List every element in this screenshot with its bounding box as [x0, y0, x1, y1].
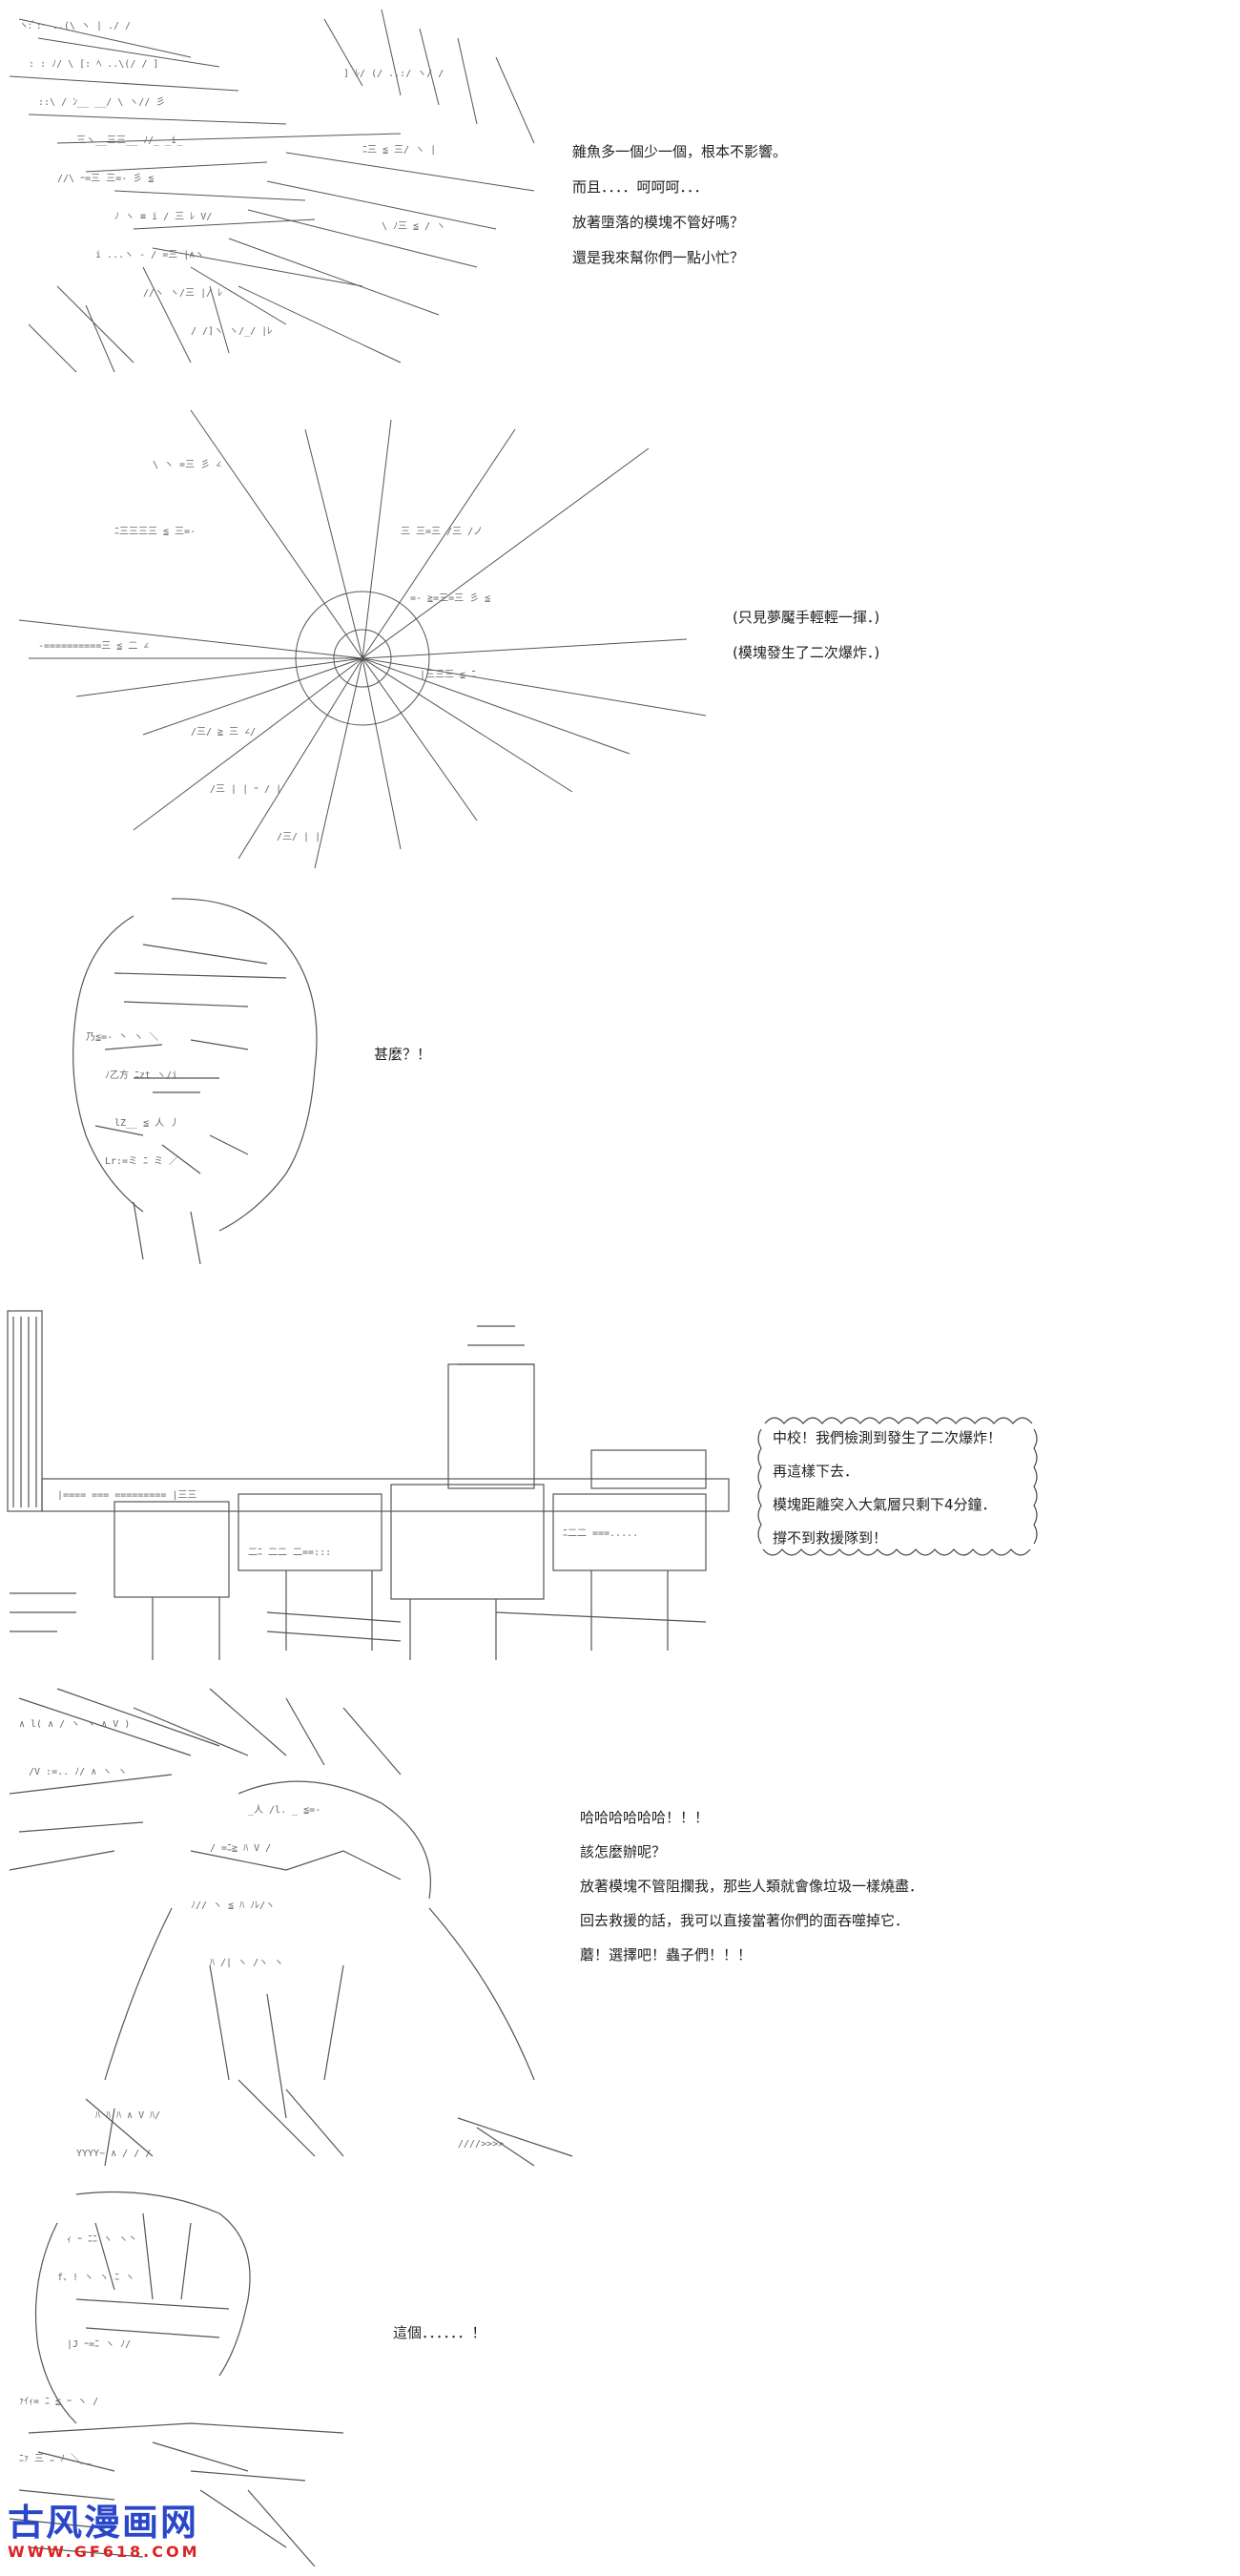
- svg-text:ｧｲｨ= ﾆ ≦ ｰ ヽ /: ｧｲｨ= ﾆ ≦ ｰ ヽ /: [19, 2397, 98, 2407]
- panel-6: ｨ ｰ ﾆﾆ ヽ ヽ丶 f、! ヽ ヽ ﾆ ヽ |J ｰ=ﾆ ヽ ﾉ/ ｧｲｨ=…: [0, 2185, 1240, 2566]
- svg-text:/三/ ≧ 三 ∠/: /三/ ≧ 三 ∠/: [191, 727, 256, 737]
- bubble-line: 再這樣下去．: [773, 1463, 859, 1480]
- svg-text:YYYY~ ∧ / / /: YYYY~ ∧ / / /: [76, 2149, 151, 2159]
- svg-text:-==========三 ≦ 二 ∠: -==========三 ≦ 二 ∠: [38, 641, 149, 652]
- panel-6-dialog: 這個．．．．．．！: [393, 2322, 486, 2358]
- svg-text:/V :=.. ﾉ/ ∧ ヽ ヽ: /V :=.. ﾉ/ ∧ ヽ ヽ: [29, 1767, 127, 1777]
- speech-bubble: 中校！我們檢測到發生了二次爆炸！ 再這樣下去． 模塊距離突入大氣層只剩下4分鐘．…: [754, 1410, 1040, 1563]
- panel-2-dialog: (只見夢魘手輕輕一揮．) (模塊發生了二次爆炸．): [733, 607, 879, 677]
- panel-2: \ ヽ =三 彡 ∠ ﾆ三三三三 ≦ 三=‐ -==========三 ≦ 二 …: [0, 391, 1240, 878]
- dialog-line: 哈哈哈哈哈哈！！！: [580, 1809, 710, 1826]
- svg-text:|J ｰ=ﾆ ヽ ﾉ/: |J ｰ=ﾆ ヽ ﾉ/: [67, 2339, 131, 2350]
- panel-4: |==== === ========= |三三 二ﾆ 二二 二==::: ﾆ二二…: [0, 1307, 1240, 1670]
- panel-5: ∧ l( ∧ / ヽ ヽ ∧ V ) /V :=.. ﾉ/ ∧ ヽ ヽ _人 /…: [0, 1679, 1240, 2175]
- panel-5-dialog: 哈哈哈哈哈哈！！！ 該怎麼辦呢？ 放著模塊不管阻攔我，那些人類就會像垃圾一樣燒盡…: [580, 1807, 923, 1979]
- ascii-art-explosion-burst: \ ヽ =三 彡 ∠ ﾆ三三三三 ≦ 三=‐ -==========三 ≦ 二 …: [0, 391, 725, 878]
- bubble-line: 中校！我們檢測到發生了二次爆炸！: [773, 1429, 1002, 1446]
- svg-text:乃≦=‐ 丶 ヽ ＼: 乃≦=‐ 丶 ヽ ＼: [86, 1031, 158, 1043]
- svg-text:|==== === ========= |三三: |==== === ========= |三三: [57, 1490, 196, 1501]
- dialog-line: 放著模塊不管阻攔我，那些人類就會像垃圾一樣燒盡．: [580, 1878, 924, 1895]
- dialog-line: 這個．．．．．．！: [393, 2324, 486, 2341]
- dialog-line: 還是我來幫你們一點小忙？: [572, 249, 745, 266]
- dialog-line: 雜魚多一個少一個，根本不影響。: [572, 143, 788, 160]
- svg-text:/三/ | |: /三/ | |: [277, 832, 320, 842]
- dialog-line: (只見夢魘手輕輕一揮．): [733, 609, 880, 626]
- watermark-logo: 古风漫画网 WWW.GF618.COM: [8, 2502, 208, 2568]
- svg-text:三ヽ__三三__ ﾉ/_ _i_: 三ヽ__三三__ ﾉ/_ _i_: [76, 135, 183, 146]
- bubble-line: 模塊距離突入大氣層只剩下4分鐘．: [773, 1496, 997, 1513]
- dialog-line: 甚麼？！: [374, 1046, 432, 1063]
- panel-3-dialog: 甚麼？！: [374, 1044, 431, 1079]
- svg-text:ﾊ ﾊ ﾊ ∧ V ﾊ/: ﾊ ﾊ ﾊ ∧ V ﾊ/: [95, 2110, 160, 2121]
- svg-text:: : ﾉ/ \ [: ﾍ ..\(/ / ]: : : ﾉ/ \ [: ﾍ ..\(/ / ]: [29, 59, 158, 70]
- ascii-art-space-station-module: |==== === ========= |三三 二ﾆ 二二 二==::: ﾆ二二…: [0, 1307, 734, 1670]
- svg-text:=‐ ≧=三=三 彡 ≦: =‐ ≧=三=三 彡 ≦: [410, 593, 490, 604]
- svg-text:/三 | | ｰ / |: /三 | | ｰ / |: [210, 784, 281, 795]
- svg-text:|三三三 ≦ ﾆ: |三三三 ≦ ﾆ: [420, 670, 476, 680]
- svg-text:\ ヽ =三 彡 ∠: \ ヽ =三 彡 ∠: [153, 460, 221, 470]
- ascii-art-villain-laughing: ∧ l( ∧ / ヽ ヽ ∧ V ) /V :=.. ﾉ/ ∧ ヽ ヽ _人 /…: [0, 1679, 591, 2175]
- svg-text:ﾊ /| ヽ /ヽ ヽ: ﾊ /| ヽ /ヽ ヽ: [210, 1958, 283, 1968]
- svg-text:Lr:=ミ ﾆ ミ ／: Lr:=ミ ﾆ ミ ／: [105, 1155, 178, 1167]
- svg-text:i ...ヽ ‐ / =三 |∧ヽ: i ...ヽ ‐ / =三 |∧ヽ: [95, 250, 204, 260]
- svg-text:ﾆ三三三三 ≦ 三=‐: ﾆ三三三三 ≦ 三=‐: [114, 527, 196, 537]
- panel-3: 乃≦=‐ 丶 ヽ ＼ ﾉ乙方 ﾆzt ヽ/i lZ__ ≦ 人 丿 Lr:=ミ …: [0, 887, 1240, 1269]
- ascii-art-distressed-girl: ｨ ｰ ﾆﾆ ヽ ヽ丶 f、! ヽ ヽ ﾆ ヽ |J ｰ=ﾆ ヽ ﾉ/ ｧｲｨ=…: [0, 2185, 382, 2566]
- svg-text:lZ__ ≦ 人 丿: lZ__ ≦ 人 丿: [114, 1117, 179, 1129]
- bubble-line: 撐不到救援隊到！: [773, 1529, 888, 1547]
- svg-text:∧ l( ∧ / ヽ ヽ ∧ V ): ∧ l( ∧ / ヽ ヽ ∧ V ): [19, 1719, 130, 1730]
- svg-text:f、! ヽ ヽ ﾆ ヽ: f、! ヽ ヽ ﾆ ヽ: [57, 2273, 134, 2283]
- dialog-line: 放著墮落的模塊不管好嗎？: [572, 214, 745, 231]
- svg-text:ﾉ// ヽ ≦ ﾊ ﾉﾚ/ヽ: ﾉ// ヽ ≦ ﾊ ﾉﾚ/ヽ: [191, 1901, 275, 1911]
- watermark-name: 古风漫画网: [8, 2501, 199, 2544]
- svg-text://\ ｰ=三 三=‐ 彡 ≦: //\ ｰ=三 三=‐ 彡 ≦: [57, 174, 154, 184]
- ascii-art-shocked-face: 乃≦=‐ 丶 ヽ ＼ ﾉ乙方 ﾆzt ヽ/i lZ__ ≦ 人 丿 Lr:=ミ …: [0, 887, 362, 1269]
- dialog-line: 回去救援的話，我可以直接當著你們的面吞噬掉它．: [580, 1912, 910, 1929]
- watermark-url: WWW.GF618.COM: [8, 2543, 200, 2561]
- svg-text:ヽ:ﾞ:ｰ ..(\ ヽ | ./ /: ヽ:ﾞ:ｰ ..(\ ヽ | ./ /: [19, 20, 131, 31]
- panel-1-dialog: 雜魚多一個少一個，根本不影響。 而且．．．．呵呵呵．．． 放著墮落的模塊不管好嗎…: [572, 141, 787, 282]
- svg-text:::\ / ﾝ__ __/ \ ヽ// 彡: ::\ / ﾝ__ __/ \ ヽ// 彡: [38, 97, 165, 108]
- svg-text:ﾆ三 ≦ 三/ ヽ |: ﾆ三 ≦ 三/ ヽ |: [362, 145, 436, 156]
- svg-text:////>>>>: ////>>>>: [458, 2139, 504, 2150]
- svg-text://ヽ ヽ/三 |/ ﾚ: //ヽ ヽ/三 |/ ﾚ: [143, 288, 222, 299]
- dialog-line: 而且．．．．呵呵呵．．．: [572, 178, 709, 196]
- dialog-line: 蘑！選擇吧！蟲子們！！！: [580, 1946, 753, 1963]
- svg-text:\ ﾉ三 ≦ / ヽ: \ ﾉ三 ≦ / ヽ: [382, 221, 445, 232]
- svg-text:ﾉ ヽ ≡ i / 三 ﾚ V/: ﾉ ヽ ≡ i / 三 ﾚ V/: [114, 212, 212, 222]
- svg-text:] ﾚ/ (/ ..:/ ヽ/ /: ] ﾚ/ (/ ..:/ ヽ/ /: [343, 69, 444, 79]
- ascii-art-explosion-figure: ヽ:ﾞ:ｰ ..(\ ヽ | ./ / : : ﾉ/ \ [: ﾍ ..\(/ …: [0, 0, 591, 382]
- svg-text:ｨ ｰ ﾆﾆ ヽ ヽ丶: ｨ ｰ ﾆﾆ ヽ ヽ丶: [67, 2234, 137, 2245]
- svg-text:ﾉ乙方 ﾆzt ヽ/i: ﾉ乙方 ﾆzt ヽ/i: [105, 1069, 177, 1081]
- svg-text:ﾆ二二 ===.....: ﾆ二二 ===.....: [563, 1528, 638, 1539]
- svg-text:ﾆｧ 三 ﾆ ﾉ ＼__: ﾆｧ 三 ﾆ ﾉ ＼__: [19, 2453, 93, 2464]
- svg-text:_人 /l. _ ≦=‐: _人 /l. _ ≦=‐: [248, 1804, 320, 1816]
- dialog-line: (模塊發生了二次爆炸．): [733, 644, 880, 661]
- svg-text:/ =ﾆ≧ ﾊ V /: / =ﾆ≧ ﾊ V /: [210, 1843, 271, 1854]
- dialog-line: 該怎麼辦呢？: [580, 1843, 667, 1860]
- svg-text:二ﾆ 二二 二==:::: 二ﾆ 二二 二==:::: [248, 1548, 331, 1558]
- svg-text:三 三=三 /三 /ノ: 三 三=三 /三 /ノ: [401, 527, 483, 537]
- svg-text:/ /]ヽ ヽ/_/ |ﾚ: / /]ヽ ヽ/_/ |ﾚ: [191, 326, 272, 337]
- panel-1: ヽ:ﾞ:ｰ ..(\ ヽ | ./ / : : ﾉ/ \ [: ﾍ ..\(/ …: [0, 0, 1240, 382]
